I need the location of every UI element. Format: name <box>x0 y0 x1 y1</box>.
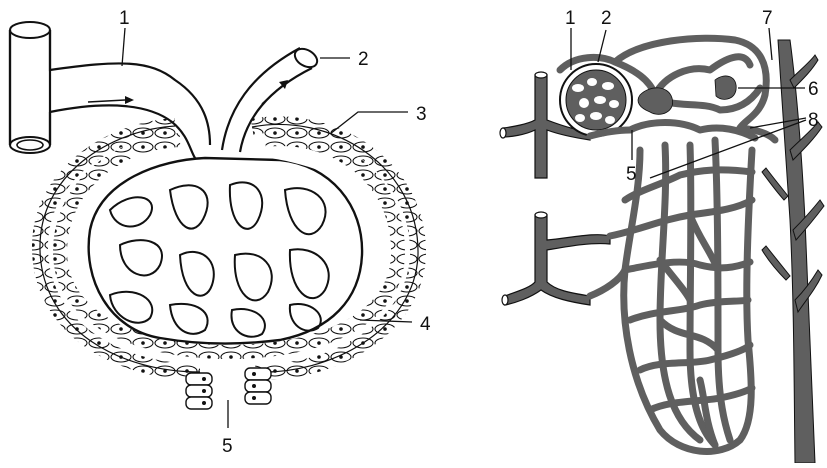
label-capillary-network: 8 <box>808 110 819 131</box>
bowman-capsule-inner-layer <box>60 139 398 352</box>
left-figure-glomerulus: 1 2 3 4 5 <box>10 8 431 457</box>
label-tubule-origin: 5 <box>222 436 233 457</box>
right-figure-nephron-vasculature: 1 2 5 6 7 8 <box>500 8 824 463</box>
label-efferent-arteriole-right: 2 <box>601 8 612 29</box>
label-interlobular-vein: 7 <box>762 8 773 29</box>
label-capsule-outer-wall: 3 <box>416 104 427 125</box>
label-capsule-inner-wall: 4 <box>420 314 431 335</box>
renal-corpuscle <box>560 64 632 136</box>
label-afferent-arteriole: 1 <box>119 8 130 29</box>
label-efferent-arteriole: 2 <box>358 49 369 70</box>
glomerular-capillaries <box>89 158 362 344</box>
label-peritubular-junction: 6 <box>808 79 819 100</box>
label-glomerulus-right: 5 <box>626 164 637 185</box>
label-afferent-arteriole-right: 1 <box>565 8 576 29</box>
flow-arrow-icon <box>125 96 134 104</box>
interlobular-vein <box>762 40 824 463</box>
